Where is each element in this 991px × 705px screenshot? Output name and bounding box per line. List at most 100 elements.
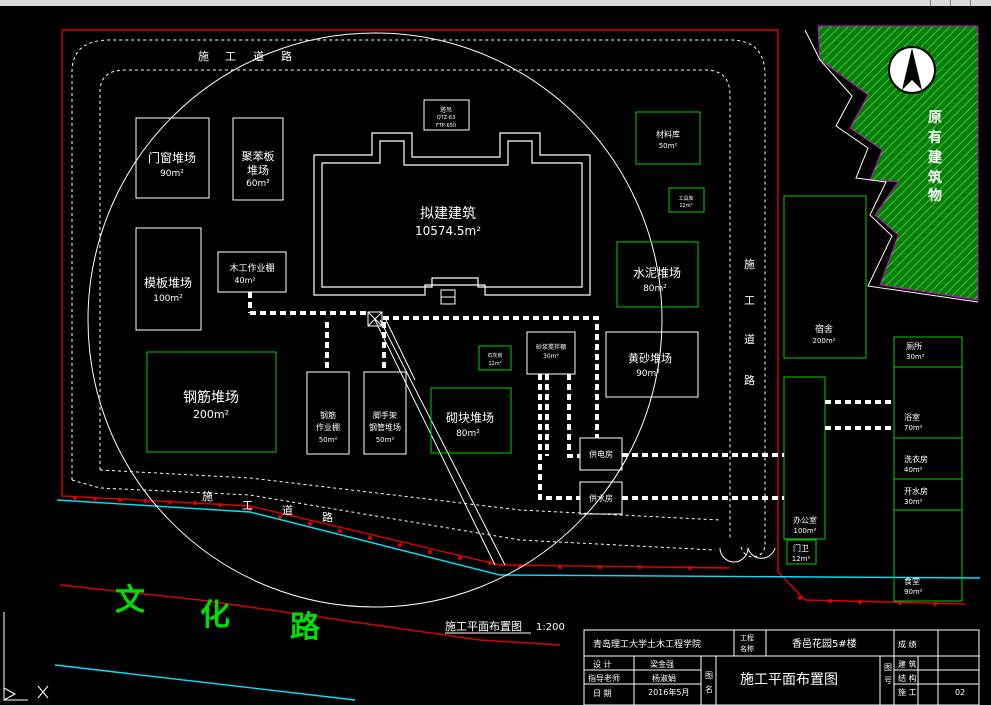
template-yard[interactable] [135,227,202,331]
site-road-label-top: 施 工 道 路 [198,49,292,63]
bath-size: 70m² [904,424,923,432]
proposed-building[interactable] [313,132,591,296]
existing-building-label: 原 有 建 筑 物 [928,110,942,204]
tb-advisor: 杨淑娟 [652,673,676,683]
bath-name: 浴室 [904,412,920,422]
rebar-yard[interactable] [146,351,277,453]
tb-figname-label: 图 [705,671,713,680]
guard-name: 门卫 [793,543,809,553]
dormitory[interactable] [783,195,867,359]
guard-size: 12m² [792,555,811,563]
site-road-char: 路 [744,374,755,387]
boundary-markers [73,496,937,606]
crane-base[interactable] [367,311,383,327]
canteen-name: 食堂 [904,576,920,586]
tb-figname: 施工平面布置图 [740,672,838,688]
canteen-size: 90m² [904,588,923,596]
tb-designer: 梁金强 [650,659,674,669]
carpentry-name: 木工作业棚 [229,262,274,274]
formwork-stack-yard[interactable] [232,117,284,201]
power-name: 供电房 [589,449,613,459]
material-room-size: 50m² [659,142,678,150]
crane-boom-line [379,319,506,566]
tool-room[interactable] [668,187,705,213]
restore-button[interactable] [950,0,971,6]
site-road-char: 施 [202,490,213,503]
cement-size: 80m² [643,284,667,294]
material-room-name: 材料库 [656,129,680,139]
road-label-char: 化 [200,598,230,633]
cement-yard[interactable] [616,241,699,308]
door-window-name: 门窗堆场 [148,150,196,165]
tb-grade-label: 成 绩 [898,639,917,649]
rebar-shed-name2: 作业棚 [316,422,340,432]
boiler-size: 30m² [904,498,923,506]
utility-lines [248,292,894,500]
block-yard[interactable] [430,387,512,454]
material-room[interactable] [635,111,701,165]
site-road-label-right: 施 工 道 路 [744,258,755,387]
template-size: 100m² [153,294,183,304]
road-edge-cyan [56,499,981,579]
minimize-button[interactable] [930,0,951,6]
crane-boom-line [384,317,416,381]
laundry-name: 洗衣房 [904,454,928,464]
guard-house[interactable] [786,539,817,565]
sand-size: 90m² [636,369,660,379]
building-name: 拟建建筑 [420,206,476,222]
crane-label-box[interactable] [423,99,470,131]
scaffold-yard[interactable] [363,371,407,455]
drawing-scale: 1:200 [536,622,565,633]
mortar-mixer-shed[interactable] [526,331,576,375]
tb-proj-label: 工程 [740,633,754,642]
existing-building-char: 建 [928,149,942,166]
drawing-title: 施工平面布置图 [445,620,522,633]
carpentry-size: 40m² [234,276,255,285]
tb-design-label: 设 计 [593,659,612,669]
close-button[interactable] [970,0,991,6]
toilet-size: 30m² [906,353,925,361]
crane-model: QTZ-63 [437,115,456,121]
rebar-shed[interactable] [306,371,350,455]
tb-figname-label: 名 [705,684,713,694]
amenity-block[interactable] [893,336,963,602]
toilet-name: 厕所 [906,341,922,351]
gate-arcs [719,547,776,563]
window-title-bar [0,0,991,6]
tb-number: 02 [955,688,965,697]
water-name: 供水房 [589,493,613,503]
crane-name: 塔吊 [440,106,452,114]
tool-room-name: 工具库 [678,195,693,202]
ucs-icon [3,612,49,701]
site-road-char: 施 [744,258,755,271]
main-road-label: 文 化 路 [115,583,321,645]
mortar-mixer-size: 30m² [543,353,559,360]
scaffold-name2: 钢管堆场 [369,422,401,432]
block-name: 砌块堆场 [446,411,494,425]
block-size: 80m² [456,429,480,439]
sand-name: 黄砂堆场 [628,351,672,365]
road-label-char: 文 [115,583,145,618]
tb-spec: 建 筑 [898,659,917,669]
crane-radius-circle [87,32,663,608]
office[interactable] [783,376,826,540]
cement-name: 水泥堆场 [633,266,681,280]
sand-yard[interactable] [605,331,699,398]
rebar-yard-name: 钢筋堆场 [183,389,239,406]
tb-fignum-label: 图 [884,663,892,672]
site-road-char: 工 [225,50,236,63]
road-centerline [59,584,561,646]
office-name: 办公室 [793,515,817,525]
site-road-south [99,469,721,521]
boiler-name: 开水房 [904,486,928,496]
door-window-yard[interactable] [135,117,210,199]
scaffold-size: 50m² [376,436,395,444]
site-road-inner [99,69,731,540]
site-road-char: 道 [744,332,755,346]
existing-building-outline [804,29,979,303]
existing-building-char: 筑 [928,169,942,186]
lime-room[interactable] [478,345,512,371]
site-road-char: 工 [242,499,253,512]
